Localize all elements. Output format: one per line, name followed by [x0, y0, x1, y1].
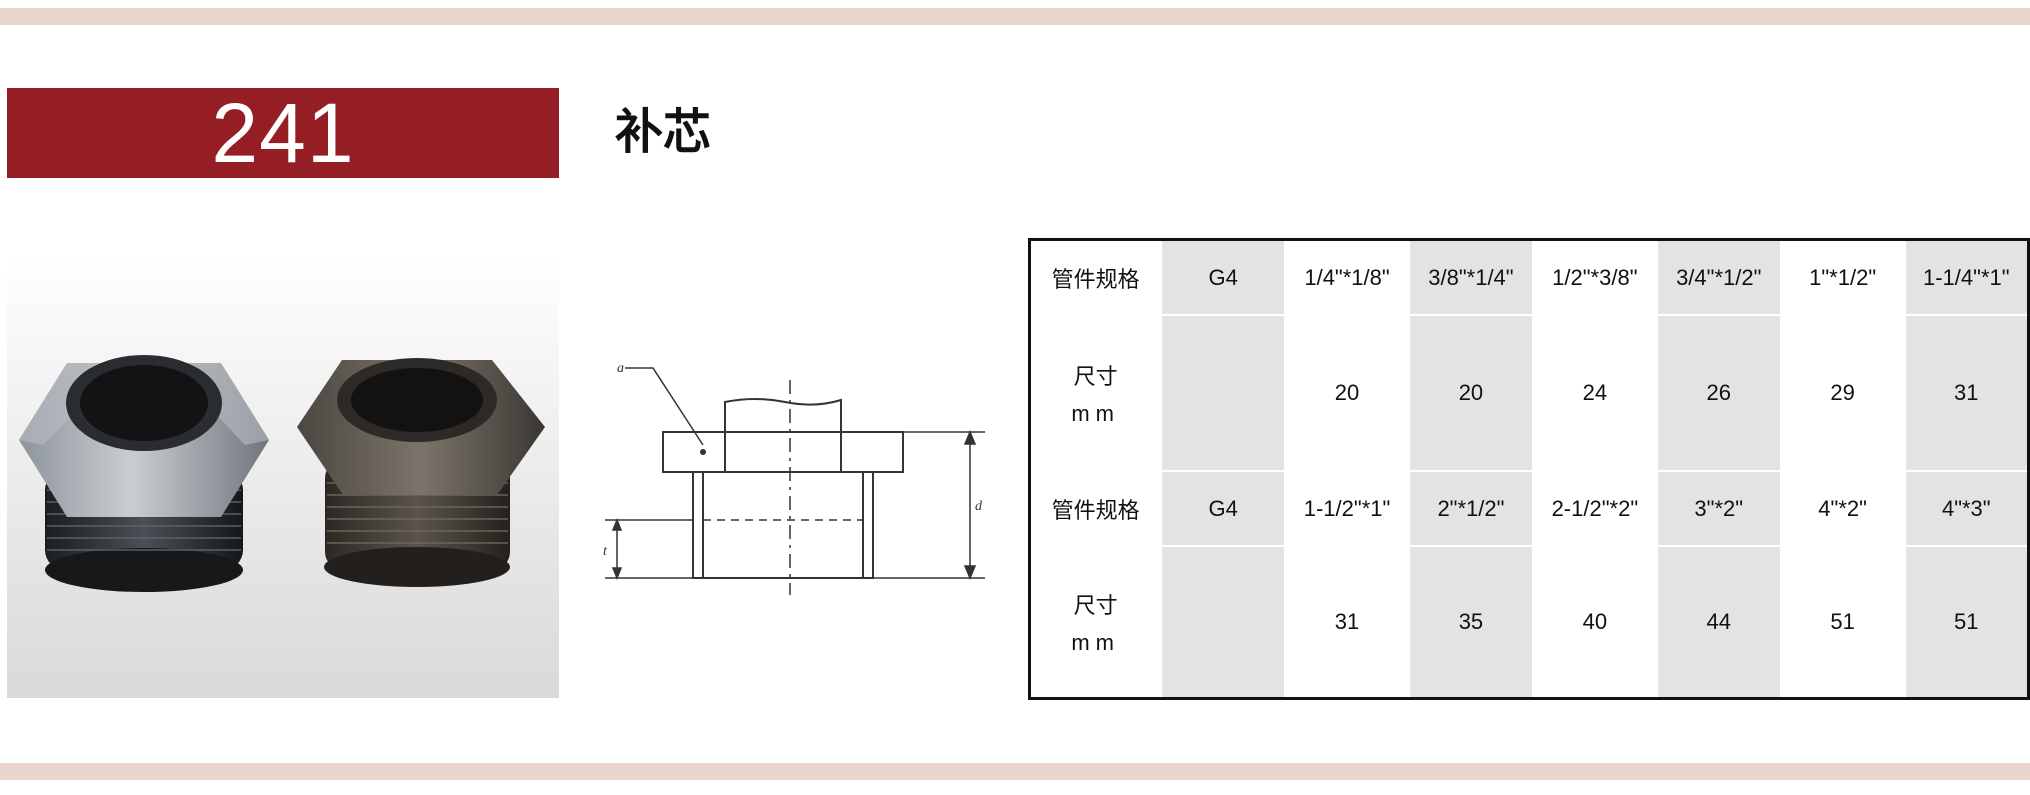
product-title: 补芯 — [615, 106, 712, 159]
size-cell: 3/8"*1/4" — [1407, 238, 1534, 316]
model-number: 241 — [211, 86, 355, 180]
value-cell: 24 — [1531, 314, 1658, 472]
value-cell: 51 — [1903, 545, 2030, 700]
drawing-height-label: d — [975, 499, 983, 514]
value-cell: 31 — [1903, 314, 2030, 472]
size-cell: 2"*1/2" — [1407, 470, 1534, 547]
value-cell: 35 — [1407, 545, 1534, 700]
empty-cell — [1160, 545, 1287, 700]
galvanized-bushing — [19, 355, 269, 592]
bottom-decor-stripe — [0, 763, 2030, 780]
model-number-banner: 241 — [7, 88, 559, 178]
table-row: 管件规格 G4 1-1/2"*1" 2"*1/2" 2-1/2"*2" 3"*2… — [1028, 470, 2030, 547]
row-header-dimension: 尺寸 mm — [1028, 545, 1163, 700]
size-cell: 4"*2" — [1779, 470, 1906, 547]
standard-cell: G4 — [1160, 470, 1287, 547]
table-row: 尺寸 mm 31 35 40 44 51 51 — [1028, 545, 2030, 700]
row-header-dimension: 尺寸 mm — [1028, 314, 1163, 472]
top-decor-stripe — [0, 8, 2030, 25]
size-cell: 1/4"*1/8" — [1284, 238, 1410, 316]
empty-cell — [1160, 314, 1287, 472]
size-cell: 3/4"*1/2" — [1655, 238, 1782, 316]
table-row: 管件规格 G4 1/4"*1/8" 3/8"*1/4" 1/2"*3/8" 3/… — [1028, 238, 2030, 316]
dimension-label: 尺寸 — [1073, 364, 1118, 389]
value-cell: 40 — [1531, 545, 1658, 700]
bushing-photo-illustration — [19, 355, 545, 592]
size-cell: 1-1/2"*1" — [1284, 470, 1410, 547]
size-cell: 3"*2" — [1655, 470, 1782, 547]
size-cell: 1"*1/2" — [1779, 238, 1906, 316]
value-cell: 26 — [1655, 314, 1782, 472]
dimension-unit: mm — [1071, 401, 1120, 426]
dimension-label: 尺寸 — [1073, 593, 1118, 618]
standard-cell: G4 — [1160, 238, 1287, 316]
value-cell: 29 — [1779, 314, 1906, 472]
drawing-body — [692, 471, 874, 579]
value-cell: 31 — [1284, 545, 1410, 700]
black-bushing — [297, 358, 545, 587]
drawing-thread-label: t — [603, 544, 608, 559]
value-cell: 44 — [1655, 545, 1782, 700]
size-cell: 1/2"*3/8" — [1531, 238, 1658, 316]
technical-drawing: a d t — [603, 361, 985, 595]
value-cell: 20 — [1407, 314, 1534, 472]
value-cell: 20 — [1284, 314, 1410, 472]
value-cell: 51 — [1779, 545, 1906, 700]
dimension-unit: mm — [1071, 630, 1120, 655]
drawing-callout-label: a — [617, 361, 624, 376]
size-cell: 4"*3" — [1903, 470, 2030, 547]
row-header-spec: 管件规格 — [1028, 238, 1163, 316]
size-cell: 1-1/4"*1" — [1903, 238, 2030, 316]
size-cell: 2-1/2"*2" — [1531, 470, 1658, 547]
spec-table: 管件规格 G4 1/4"*1/8" 3/8"*1/4" 1/2"*3/8" 3/… — [1028, 238, 2030, 700]
table-row: 尺寸 mm 20 20 24 26 29 31 — [1028, 314, 2030, 472]
row-header-spec: 管件规格 — [1028, 470, 1163, 547]
product-photo — [7, 255, 559, 698]
